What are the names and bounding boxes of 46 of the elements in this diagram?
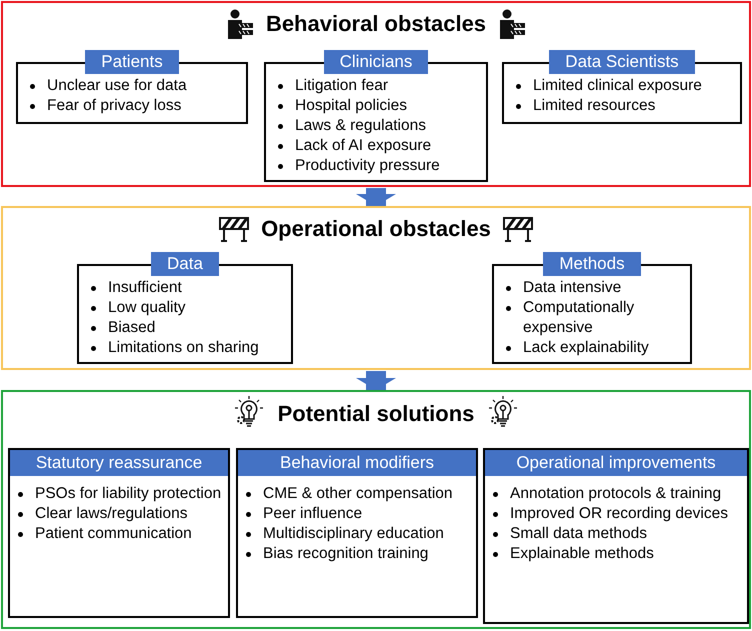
bullet-item: Small data methods xyxy=(510,524,647,544)
bullet-item: Low quality xyxy=(108,298,186,318)
section-title: Operational obstacles xyxy=(261,215,491,243)
down-arrow xyxy=(356,371,396,390)
section-title: Behavioral obstacles xyxy=(266,10,486,38)
bullet-item: Unclear use for data xyxy=(47,76,187,96)
category-heading: Operational improvements xyxy=(485,450,747,476)
category-box xyxy=(483,448,749,624)
section-panel xyxy=(1,206,751,370)
bullet-item: Limited resources xyxy=(533,96,656,116)
bullet-item: Insufficient xyxy=(108,278,182,298)
category-box xyxy=(8,448,230,618)
category-heading: Clinicians xyxy=(324,50,428,74)
bullet-item: Computationally expensive xyxy=(523,298,636,338)
category-heading: Data xyxy=(151,252,219,276)
bullet-item: PSOs for liability protection xyxy=(35,484,222,504)
category-box xyxy=(236,448,478,618)
bullet-item: Patient communication xyxy=(35,524,192,544)
bullet-item: Lack of AI exposure xyxy=(295,136,432,156)
category-heading: Methods xyxy=(543,252,641,276)
bullet-item: Productivity pressure xyxy=(295,156,440,176)
bullet-item: Data intensive xyxy=(523,278,622,298)
bullet-item: Explainable methods xyxy=(510,544,654,564)
bullet-item: Lack explainability xyxy=(523,338,649,358)
bullet-item: Hospital policies xyxy=(295,96,407,116)
bullet-item: Peer influence xyxy=(263,504,362,524)
bullet-item: Annotation protocols & training xyxy=(510,484,722,504)
bullet-item: Limited clinical exposure xyxy=(533,76,702,96)
bullet-item: Bias recognition training xyxy=(263,544,428,564)
bullet-item: Fear of privacy loss xyxy=(47,96,182,116)
bullet-item: Limitations on sharing xyxy=(108,338,259,358)
bullet-item: Biased xyxy=(108,318,156,338)
bullet-item: CME & other compensation xyxy=(263,484,453,504)
section-panel xyxy=(1,1,751,187)
down-arrow xyxy=(356,188,396,206)
bullet-item: Laws & regulations xyxy=(295,116,426,136)
category-heading: Patients xyxy=(85,50,179,74)
bullet-item: Litigation fear xyxy=(295,76,388,96)
section-panel xyxy=(1,390,751,629)
category-heading: Statutory reassurance xyxy=(10,450,228,476)
section-title: Potential solutions xyxy=(278,400,474,428)
bullet-item: Improved OR recording devices xyxy=(510,504,728,524)
category-heading: Data Scientists xyxy=(549,50,695,74)
bullet-item: Clear laws/regulations xyxy=(35,504,188,524)
category-heading: Behavioral modifiers xyxy=(238,450,476,476)
bullet-item: Multidisciplinary education xyxy=(263,524,444,544)
